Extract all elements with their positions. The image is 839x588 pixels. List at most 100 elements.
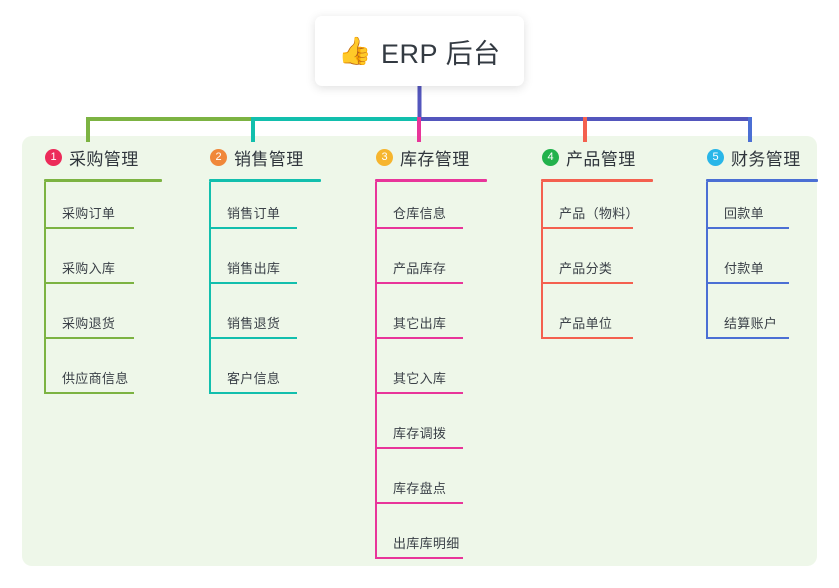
leaf-underline [375,502,463,504]
leaf-label: 采购入库 [62,261,116,276]
leaf-node[interactable]: 结算账户 [695,292,818,347]
leaf-underline [375,557,463,559]
column-badge-5: 5 [707,148,724,166]
leaf-underline [44,282,134,284]
leaf-node[interactable]: 库存调拨 [364,402,487,457]
column-underline [706,179,818,182]
column-underline [541,179,653,182]
leaf-node[interactable]: 销售订单 [198,182,321,237]
column-items: 采购订单采购入库采购退货供应商信息 [33,182,162,402]
leaf-underline [209,282,297,284]
leaf-label: 销售出库 [227,261,281,276]
leaf-underline [44,227,134,229]
column-title: 财务管理 [731,149,801,169]
leaf-label: 出库库明细 [393,536,460,551]
thumbs-up-icon: 👍 [338,35,373,66]
column-采购管理: 1 采购管理采购订单采购入库采购退货供应商信息 [33,144,162,402]
column-spine [541,182,543,338]
column-财务管理: 5 财务管理回款单付款单结算账户 [695,144,818,347]
column-badge-4: 4 [542,148,559,166]
leaf-node[interactable]: 产品单位 [530,292,653,347]
column-spine [209,182,211,393]
column-产品管理: 4 产品管理产品（物料） 产品分类产品单位 [530,144,653,347]
column-items: 产品（物料） 产品分类产品单位 [530,182,653,347]
leaf-node[interactable]: 其它入库 [364,347,487,402]
leaf-label: 其它入库 [393,371,447,386]
leaf-node[interactable]: 采购退货 [33,292,162,347]
leaf-underline [541,337,633,339]
root-node-card[interactable]: 👍 ERP 后台 [315,16,524,86]
leaf-label: 采购订单 [62,206,116,221]
leaf-label: 回款单 [724,206,764,221]
leaf-underline [706,227,789,229]
column-销售管理: 2 销售管理销售订单销售出库销售退货客户信息 [198,144,321,402]
leaf-label: 客户信息 [227,371,281,386]
leaf-node[interactable]: 回款单 [695,182,818,237]
leaf-node[interactable]: 供应商信息 [33,347,162,402]
leaf-underline [706,282,789,284]
column-badge-1: 1 [45,148,62,166]
leaf-underline [706,337,789,339]
leaf-underline [375,227,463,229]
leaf-label: 库存盘点 [393,481,447,496]
leaf-underline [209,392,297,394]
leaf-node[interactable]: 销售出库 [198,237,321,292]
content-panel [22,136,817,566]
column-spine [706,182,708,338]
column-spine [375,182,377,558]
column-badge-2: 2 [210,148,227,166]
leaf-node[interactable]: 其它出库 [364,292,487,347]
leaf-label: 销售退货 [227,316,281,331]
leaf-label: 采购退货 [62,316,116,331]
column-title: 产品管理 [566,149,636,169]
leaf-underline [541,227,633,229]
leaf-node[interactable]: 产品分类 [530,237,653,292]
leaf-label: 产品（物料） [559,206,639,221]
leaf-underline [209,337,297,339]
leaf-label: 库存调拨 [393,426,447,441]
leaf-node[interactable]: 出库库明细 [364,512,487,567]
column-title: 库存管理 [400,149,470,169]
leaf-underline [375,337,463,339]
leaf-node[interactable]: 采购订单 [33,182,162,237]
column-header-5[interactable]: 5 财务管理 [695,144,818,170]
leaf-node[interactable]: 付款单 [695,237,818,292]
leaf-node[interactable]: 采购入库 [33,237,162,292]
leaf-label: 产品分类 [559,261,613,276]
column-header-4[interactable]: 4 产品管理 [530,144,653,170]
column-items: 销售订单销售出库销售退货客户信息 [198,182,321,402]
column-header-1[interactable]: 1 采购管理 [33,144,162,170]
leaf-underline [44,337,134,339]
column-items: 回款单付款单结算账户 [695,182,818,347]
column-库存管理: 3 库存管理仓库信息产品库存其它出库其它入库库存调拨库存盘点出库库明细 [364,144,487,567]
leaf-node[interactable]: 产品（物料） [530,182,653,237]
root-title: ERP 后台 [381,38,501,69]
leaf-label: 付款单 [724,261,764,276]
leaf-label: 供应商信息 [62,371,129,386]
leaf-label: 其它出库 [393,316,447,331]
leaf-label: 仓库信息 [393,206,447,221]
column-spine [44,182,46,393]
leaf-node[interactable]: 客户信息 [198,347,321,402]
column-header-3[interactable]: 3 库存管理 [364,144,487,170]
column-underline [44,179,162,182]
leaf-underline [44,392,134,394]
leaf-node[interactable]: 仓库信息 [364,182,487,237]
leaf-node[interactable]: 产品库存 [364,237,487,292]
leaf-label: 销售订单 [227,206,281,221]
leaf-underline [375,392,463,394]
leaf-underline [375,447,463,449]
leaf-underline [375,282,463,284]
root-node-content: 👍 ERP 后台 [338,32,500,71]
column-title: 销售管理 [234,149,304,169]
leaf-node[interactable]: 销售退货 [198,292,321,347]
column-items: 仓库信息产品库存其它出库其它入库库存调拨库存盘点出库库明细 [364,182,487,567]
column-badge-3: 3 [376,148,393,166]
column-header-2[interactable]: 2 销售管理 [198,144,321,170]
leaf-underline [209,227,297,229]
leaf-label: 结算账户 [724,316,778,331]
column-title: 采购管理 [69,149,139,169]
leaf-node[interactable]: 库存盘点 [364,457,487,512]
